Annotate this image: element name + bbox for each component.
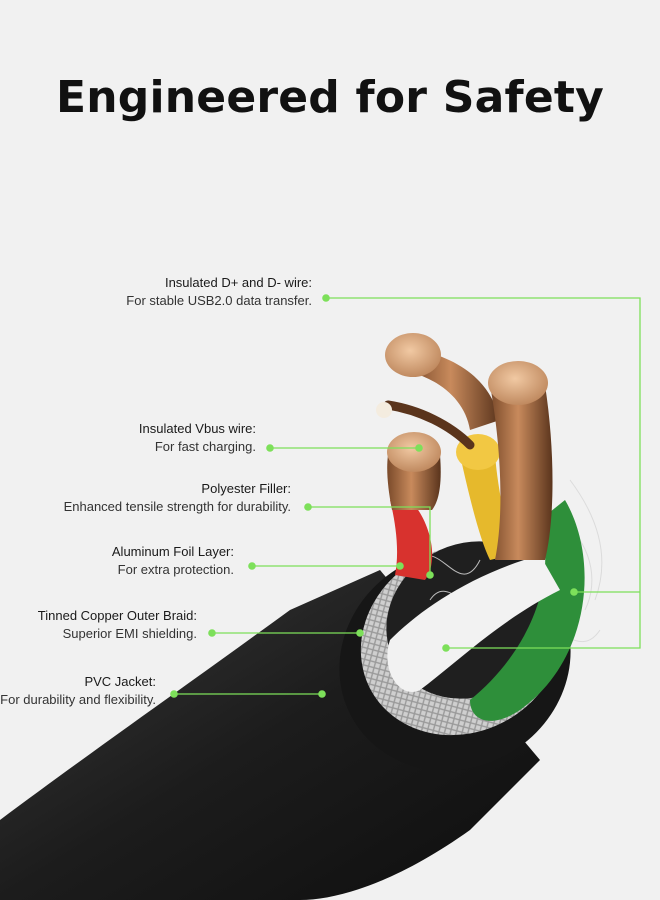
- label-data-wire: Insulated D+ and D- wire: For stable USB…: [126, 274, 312, 310]
- copper-conductors: [376, 333, 553, 560]
- label-pvc-jacket: PVC Jacket: For durability and flexibili…: [0, 673, 156, 709]
- label-detail: Enhanced tensile strength for durability…: [63, 499, 291, 514]
- callout-dot: [208, 629, 216, 637]
- callout-dot: [356, 629, 364, 637]
- red-vbus-wire: [390, 500, 433, 580]
- callout-dot: [396, 562, 404, 570]
- page-title: Engineered for Safety: [56, 72, 604, 123]
- label-heading: Insulated D+ and D- wire:: [164, 275, 312, 290]
- callout-dot: [415, 444, 423, 452]
- callout-dot: [442, 644, 450, 652]
- callout-dot: [266, 444, 274, 452]
- callout-line-filler: [308, 506, 431, 575]
- label-polyester-filler: Polyester Filler: Enhanced tensile stren…: [64, 480, 291, 516]
- label-heading: Insulated Vbus wire:: [138, 421, 256, 436]
- callout-dot: [426, 571, 434, 579]
- callout-line-data-wire: [326, 297, 641, 649]
- label-heading: Aluminum Foil Layer:: [111, 544, 234, 559]
- label-copper-braid: Tinned Copper Outer Braid: Superior EMI …: [38, 607, 197, 643]
- callout-dot: [248, 562, 256, 570]
- label-heading: PVC Jacket:: [84, 674, 156, 689]
- white-data-wire: [387, 555, 560, 692]
- green-data-wire: [470, 500, 585, 721]
- label-detail: For fast charging.: [154, 439, 256, 454]
- label-detail: Superior EMI shielding.: [62, 626, 197, 641]
- callout-dot: [304, 503, 312, 511]
- callout-dot: [322, 294, 330, 302]
- callout-dots: [170, 294, 578, 698]
- label-detail: For stable USB2.0 data transfer.: [126, 293, 312, 308]
- label-detail: For extra protection.: [117, 562, 234, 577]
- label-heading: Tinned Copper Outer Braid:: [37, 608, 197, 623]
- label-detail: For durability and flexibility.: [0, 692, 156, 707]
- label-aluminum-foil: Aluminum Foil Layer: For extra protectio…: [112, 543, 234, 579]
- callout-dot: [170, 690, 178, 698]
- callout-dot: [318, 690, 326, 698]
- label-heading: Polyester Filler:: [201, 481, 291, 496]
- callout-lines: [174, 297, 641, 695]
- callout-dot: [570, 588, 578, 596]
- label-vbus-wire: Insulated Vbus wire: For fast charging.: [139, 420, 256, 456]
